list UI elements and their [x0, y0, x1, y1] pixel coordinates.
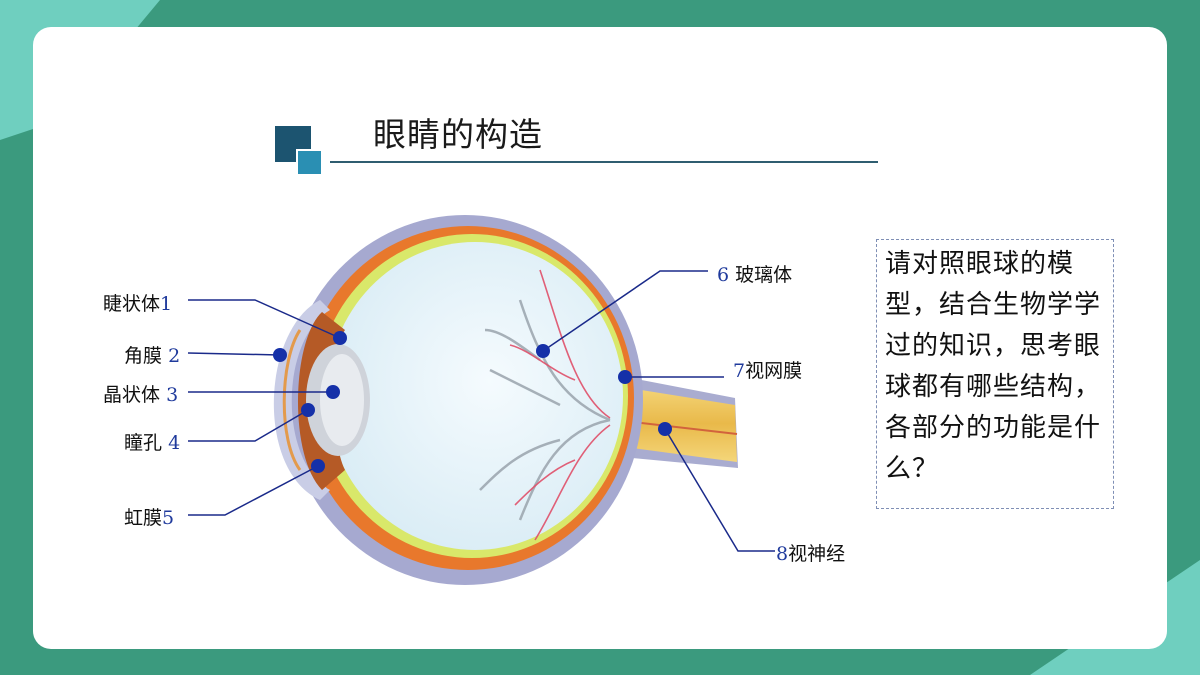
label-ciliary-body: 睫状体1	[103, 293, 173, 315]
label-iris: 虹膜5	[124, 507, 175, 529]
label-lens: 晶状体 3	[103, 384, 179, 406]
title-decoration-square-small	[296, 149, 323, 176]
label-optic-nerve: 8视神经	[776, 543, 846, 565]
title-underline	[330, 161, 878, 163]
label-pupil: 瞳孔 4	[124, 432, 181, 454]
question-text: 请对照眼球的模型，结合生物学学过的知识，思考眼球都有哪些结构，各部分的功能是什么…	[885, 249, 1102, 484]
label-vitreous-body: 6 玻璃体	[717, 264, 793, 286]
question-box: 请对照眼球的模型，结合生物学学过的知识，思考眼球都有哪些结构，各部分的功能是什么…	[876, 239, 1114, 509]
label-cornea: 角膜 2	[124, 345, 181, 367]
page-title: 眼睛的构造	[373, 115, 543, 154]
label-retina: 7视网膜	[733, 360, 803, 382]
